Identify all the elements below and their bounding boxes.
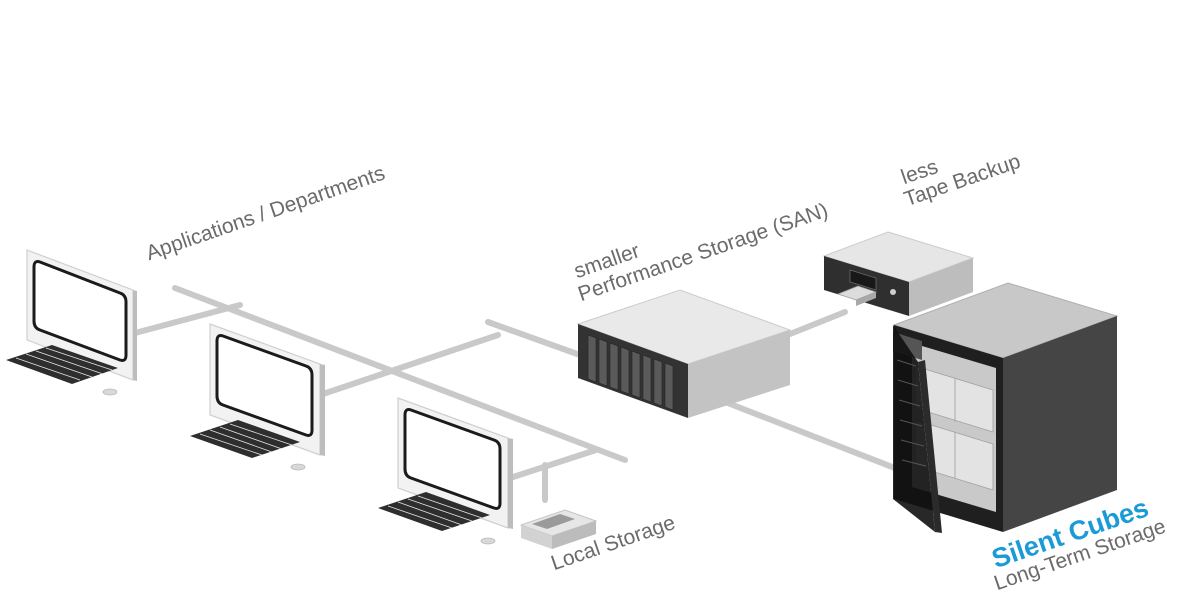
silent-cubes-cabinet-icon [892,282,1119,533]
desktop-computer-icon [190,323,325,471]
network-connectors [132,285,903,503]
local-storage-box-icon [519,509,598,549]
san-storage-array-icon [576,289,792,418]
desktop-computer-icon [378,397,513,545]
desktop-computer-icon [6,249,137,396]
tape-backup-unit-icon [822,231,975,316]
